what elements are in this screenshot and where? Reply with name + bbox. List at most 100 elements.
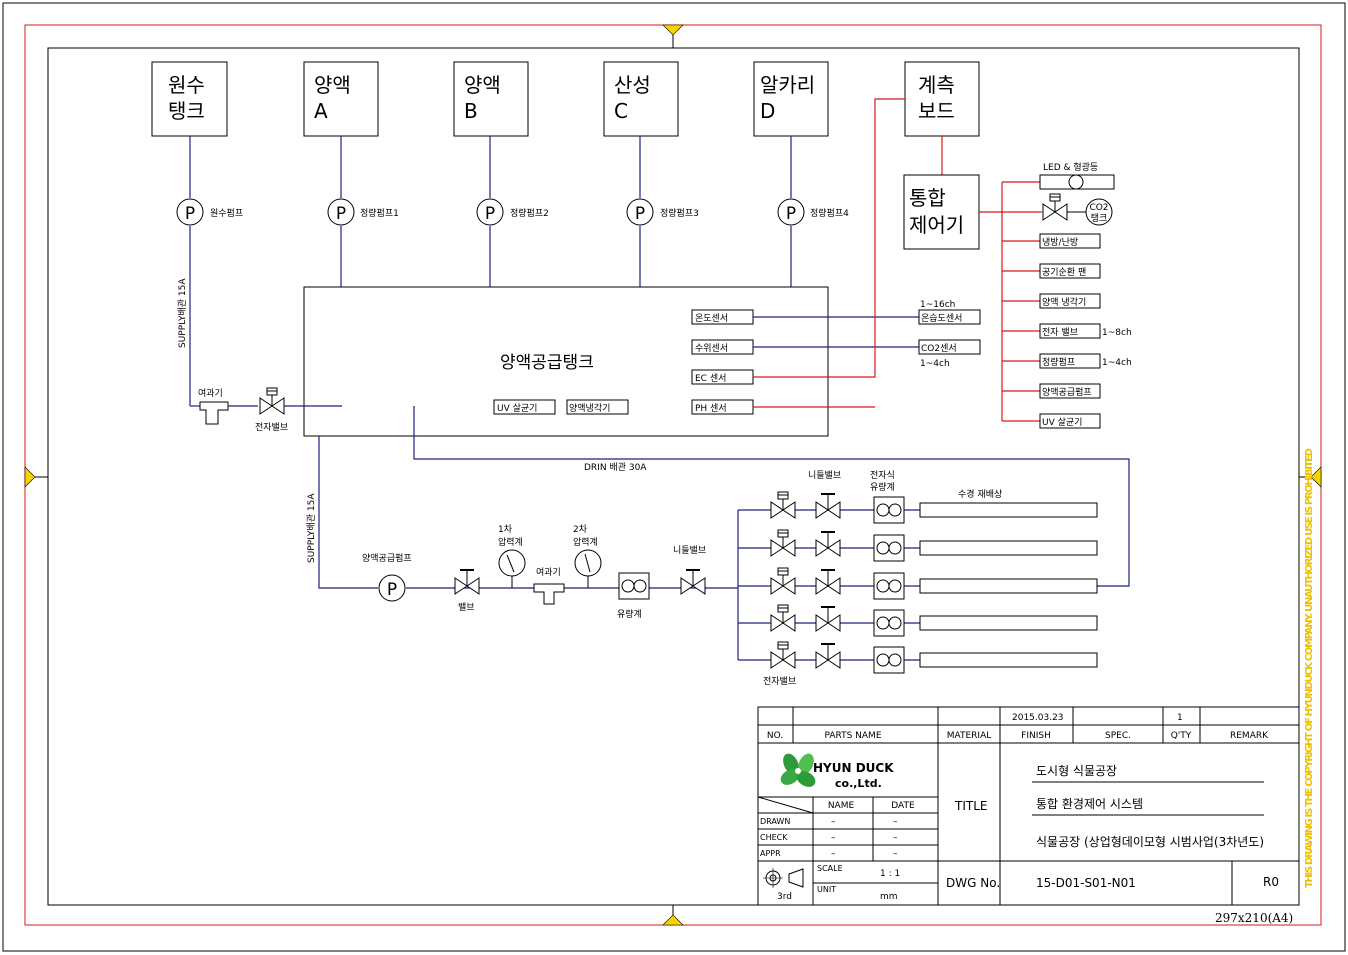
svg-text:계측: 계측 <box>918 73 955 97</box>
svg-text:2015.03.23: 2015.03.23 <box>1012 713 1064 723</box>
svg-text:통합 환경제어 시스템: 통합 환경제어 시스템 <box>1036 797 1143 811</box>
bed-branch-5 <box>738 641 1098 674</box>
svg-text:수위센서: 수위센서 <box>695 343 728 354</box>
integrated-controller: 통합 제어기 <box>903 174 980 250</box>
drain-line: DRIN 배관 30A <box>413 406 1130 587</box>
svg-text:UV 살균기: UV 살균기 <box>1042 417 1082 428</box>
svg-text:R0: R0 <box>1263 875 1279 889</box>
svg-text:LED & 형광등: LED & 형광등 <box>1043 161 1098 173</box>
svg-text:1 : 1: 1 : 1 <box>880 869 900 879</box>
tank-nutrient-a: 양액 A <box>303 61 379 137</box>
svg-text:알카리: 알카리 <box>760 73 815 97</box>
pump-raw-water: P 원수펌프 <box>176 198 243 226</box>
svg-text:C: C <box>614 99 628 123</box>
svg-text:정량펌프1: 정량펌프1 <box>360 207 399 219</box>
bed-branch-3 <box>738 567 1098 600</box>
svg-text:압력계: 압력계 <box>573 536 598 548</box>
svg-text:SPEC.: SPEC. <box>1105 731 1131 741</box>
svg-text:1: 1 <box>1177 713 1183 723</box>
svg-text:1차: 1차 <box>498 523 513 535</box>
svg-text:전자밸브: 전자밸브 <box>255 422 288 433</box>
svg-text:D: D <box>760 99 775 123</box>
svg-text:FINISH: FINISH <box>1021 731 1051 741</box>
svg-text:온습도센서: 온습도센서 <box>921 313 962 324</box>
svg-text:식물공장 (상업형데이모형 시범사업(3차년도): 식물공장 (상업형데이모형 시범사업(3차년도) <box>1036 835 1264 849</box>
svg-text:수경 재배상: 수경 재배상 <box>958 488 1002 500</box>
paper-size-label: 297x210(A4) <box>1215 911 1293 925</box>
svg-text:–: – <box>893 849 898 859</box>
svg-text:P: P <box>786 204 796 224</box>
measure-board: 계측 보드 <box>904 61 980 137</box>
company-logo <box>780 753 816 787</box>
svg-text:P: P <box>485 204 495 224</box>
svg-text:양액: 양액 <box>464 73 501 97</box>
svg-text:CO2센서: CO2센서 <box>921 343 957 354</box>
third-angle-projection-symbol <box>763 868 804 888</box>
svg-text:B: B <box>464 99 478 123</box>
svg-text:SUPPLY배관 15A: SUPPLY배관 15A <box>306 493 317 563</box>
svg-text:양액냉각기: 양액냉각기 <box>569 402 610 414</box>
svg-text:DWG No.: DWG No. <box>946 876 1000 890</box>
svg-text:PH 센서: PH 센서 <box>695 403 727 414</box>
pump-dosing-2: P 정량펌프2 <box>476 198 549 226</box>
svg-text:압력계: 압력계 <box>498 536 523 548</box>
svg-text:2차: 2차 <box>573 523 588 535</box>
svg-text:NAME: NAME <box>828 801 855 811</box>
svg-text:통합: 통합 <box>909 186 946 210</box>
svg-text:CO2: CO2 <box>1089 203 1108 213</box>
svg-text:탱크: 탱크 <box>168 99 205 123</box>
svg-text:니들밸브: 니들밸브 <box>673 545 706 556</box>
svg-text:1~4ch: 1~4ch <box>920 359 950 369</box>
svg-text:탱크: 탱크 <box>1091 213 1108 224</box>
svg-text:양액공급펌프: 양액공급펌프 <box>1042 386 1092 398</box>
svg-text:원수: 원수 <box>168 73 205 97</box>
svg-text:DATE: DATE <box>891 801 915 811</box>
pump-dosing-1: P 정량펌프1 <box>327 198 399 226</box>
svg-text:전자밸브: 전자밸브 <box>763 676 796 687</box>
svg-text:co.,Ltd.: co.,Ltd. <box>835 777 882 790</box>
svg-text:전자 밸브: 전자 밸브 <box>1042 327 1078 338</box>
svg-text:원수펌프: 원수펌프 <box>210 207 243 219</box>
svg-text:EC 센서: EC 센서 <box>695 373 726 384</box>
svg-text:정량펌프4: 정량펌프4 <box>810 207 849 219</box>
svg-text:–: – <box>831 817 836 827</box>
svg-text:양액공급펌프: 양액공급펌프 <box>362 552 412 564</box>
svg-text:도시형 식물공장: 도시형 식물공장 <box>1036 764 1117 778</box>
svg-text:–: – <box>893 817 898 827</box>
svg-text:냉방/난방: 냉방/난방 <box>1042 237 1078 248</box>
external-sensors: 1~16ch 온습도센서 CO2센서 1~4ch <box>918 300 981 369</box>
svg-text:니들밸브: 니들밸브 <box>808 470 841 481</box>
raw-water-supply-line: SUPPLY배관 15A 여과기 전자밸브 <box>177 278 342 433</box>
tank-acid-c: 산성 C <box>603 61 679 137</box>
feed-lines <box>189 136 792 406</box>
pump-dosing-4: P 정량펌프4 <box>777 198 849 226</box>
svg-text:온도센서: 온도센서 <box>695 313 728 324</box>
svg-text:UNIT: UNIT <box>817 885 836 894</box>
svg-text:NO.: NO. <box>767 731 783 741</box>
svg-text:P: P <box>635 204 645 224</box>
svg-text:유량계: 유량계 <box>617 608 642 620</box>
tank-nutrient-b: 양액 B <box>453 61 529 137</box>
svg-text:제어기: 제어기 <box>909 213 964 237</box>
controller-outputs: LED & 형광등 CO2 탱크 냉방/난방 공기순환 팬 양액 냉각기 전자 … <box>979 161 1132 429</box>
svg-text:–: – <box>831 849 836 859</box>
svg-text:유량계: 유량계 <box>870 481 895 493</box>
svg-text:SCALE: SCALE <box>817 864 843 873</box>
svg-text:–: – <box>831 833 836 843</box>
svg-text:DRAWN: DRAWN <box>760 817 790 826</box>
centering-markers <box>24 24 1322 926</box>
svg-text:APPR: APPR <box>760 849 781 858</box>
svg-text:–: – <box>893 833 898 843</box>
svg-text:양액: 양액 <box>314 73 351 97</box>
title-block: 2015.03.23 1 NO. PARTS NAME MATERIAL FIN… <box>757 706 1300 906</box>
svg-text:REMARK: REMARK <box>1230 731 1269 741</box>
svg-text:여과기: 여과기 <box>536 566 561 578</box>
svg-text:CHECK: CHECK <box>760 833 788 842</box>
svg-text:A: A <box>314 99 328 123</box>
svg-text:여과기: 여과기 <box>198 387 223 399</box>
bed-branch-2 <box>738 529 1098 562</box>
svg-text:전자식: 전자식 <box>870 470 895 481</box>
svg-text:PARTS NAME: PARTS NAME <box>824 731 881 741</box>
